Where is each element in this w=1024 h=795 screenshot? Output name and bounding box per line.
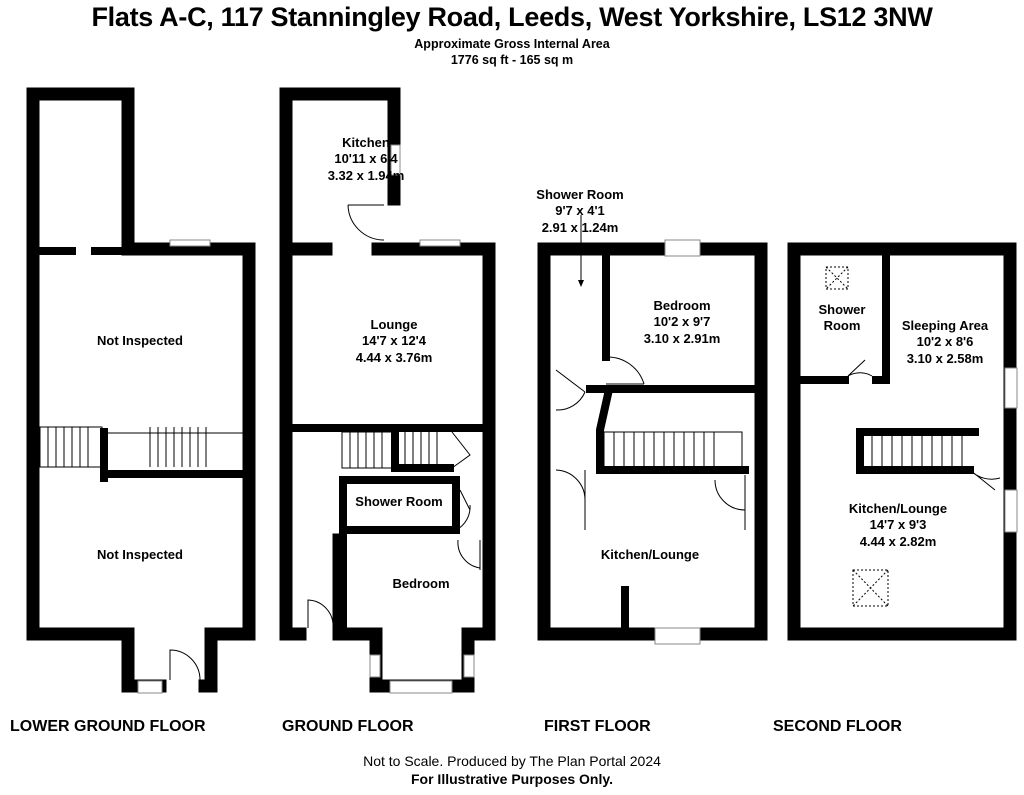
room-label: Shower Room <box>536 187 623 202</box>
room-label: Kitchen/Lounge <box>601 547 699 562</box>
window <box>463 654 475 678</box>
window <box>137 680 163 694</box>
window <box>664 239 701 257</box>
skylight-icon <box>825 266 849 290</box>
window <box>1004 489 1018 533</box>
door-swing <box>847 359 873 377</box>
room-dimension: 9'7 x 4'1 <box>555 203 605 218</box>
room-label: Shower <box>819 302 866 317</box>
room-label: Kitchen <box>342 135 390 150</box>
room-label: Shower Room <box>355 494 442 509</box>
room-dimension: 10'11 x 6'4 <box>334 151 398 166</box>
door-swing <box>714 475 746 530</box>
room-label: Not Inspected <box>97 547 183 562</box>
room-dimension: 4.44 x 2.82m <box>860 534 937 549</box>
room-dimension: 3.10 x 2.58m <box>907 351 984 366</box>
room-dimension: 10'2 x 8'6 <box>917 334 974 349</box>
room-label: Kitchen/Lounge <box>849 501 947 516</box>
floor-label: LOWER GROUND FLOOR <box>10 718 206 735</box>
area-label: Approximate Gross Internal Area <box>414 37 610 51</box>
room-dimension: 10'2 x 9'7 <box>654 314 711 329</box>
window <box>1004 367 1018 409</box>
window <box>390 144 401 176</box>
door-swing <box>457 539 481 570</box>
room-label: Room <box>824 318 861 333</box>
door-swing <box>555 369 586 411</box>
window <box>369 654 381 678</box>
lower-ground-floor-plan: Not Inspected Not Inspected LOWER GROUND… <box>10 87 256 735</box>
room-dimension: 3.32 x 1.94m <box>328 168 405 183</box>
window <box>389 680 453 694</box>
footer-disclaimer: For Illustrative Purposes Only. <box>410 771 613 787</box>
door-swing <box>969 469 1001 491</box>
room-label: Bedroom <box>653 298 710 313</box>
area-value: 1776 sq ft - 165 sq m <box>450 53 574 67</box>
room-dimension: 14'7 x 9'3 <box>870 517 927 532</box>
second-floor-plan: Shower Room Sleeping Area 10'2 x 8'6 3.1… <box>773 242 1018 735</box>
door-swing <box>455 489 471 531</box>
first-floor-plan: Shower Room 9'7 x 4'1 2.91 x 1.24m Bedro… <box>536 187 768 735</box>
room-label: Lounge <box>371 317 418 332</box>
skylight-icon <box>852 569 889 607</box>
door-swing <box>555 469 586 530</box>
door-swing <box>307 599 334 629</box>
room-label: Not Inspected <box>97 333 183 348</box>
room-dimension: 3.10 x 2.91m <box>644 331 721 346</box>
room-dimension: 2.91 x 1.24m <box>542 220 619 235</box>
staircase <box>603 431 743 469</box>
window <box>419 239 461 247</box>
plan-title: Flats A-C, 117 Stanningley Road, Leeds, … <box>91 2 933 32</box>
staircase <box>39 426 243 468</box>
footer-note: Not to Scale. Produced by The Plan Porta… <box>363 753 661 769</box>
room-label: Bedroom <box>392 576 449 591</box>
door-swing <box>605 356 645 385</box>
room-dimension: 4.44 x 3.76m <box>356 350 433 365</box>
door-swing <box>169 649 201 681</box>
staircase <box>341 431 471 469</box>
floor-label: GROUND FLOOR <box>282 718 414 735</box>
floor-label: FIRST FLOOR <box>544 718 651 735</box>
window <box>654 627 701 645</box>
room-label: Sleeping Area <box>902 318 989 333</box>
room-dimension: 14'7 x 12'4 <box>362 333 427 348</box>
floor-label: SECOND FLOOR <box>773 718 902 735</box>
window <box>169 239 211 247</box>
door-swing <box>347 204 385 241</box>
staircase <box>871 436 963 468</box>
ground-floor-plan: Kitchen 10'11 x 6'4 3.32 x 1.94m Lounge … <box>279 87 496 735</box>
